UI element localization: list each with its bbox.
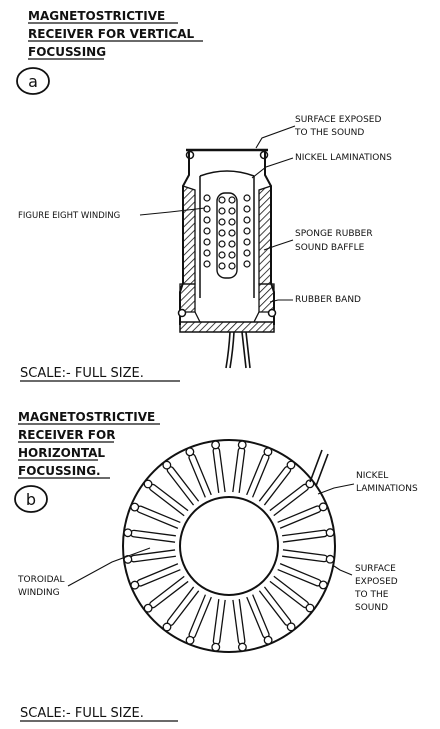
winding-loop [282,549,329,563]
figure-b-title-line-1: MAGNETOSTRICTIVE [18,410,155,424]
lamination-hole [130,580,140,590]
lamination-hole [211,440,221,450]
label-figure-eight-winding: FIGURE EIGHT WINDING [18,211,120,221]
figure-a: MAGNETOSTRICTIVE RECEIVER FOR VERTICAL F… [16,9,392,382]
winding-loop [246,453,270,498]
lamination-hole [162,622,172,632]
label-sponge-rubber-line-1: SPONGE RUBBER [295,229,373,239]
winding-loop [282,529,329,543]
figure-b-tag: b [26,490,36,509]
lamination-hole [286,460,296,470]
lamination-hole [305,603,315,613]
winding-loop [232,446,246,493]
lamination-hole [185,635,195,645]
lamination-hole [143,603,153,613]
lamination-hole [263,447,273,457]
figure-b-tag-circle [14,485,48,513]
lamination-hole [318,502,328,512]
winding-loop [136,563,181,587]
lamination-hole [130,502,140,512]
winding-loop [129,549,176,563]
winding-loop [188,594,212,639]
figure-b-title-line-3: HORIZONTAL [18,446,105,460]
vertical-receiver-drawing [177,148,277,369]
lamination-hole [143,479,153,489]
lamination-hole [123,528,133,538]
winding-loop [212,446,226,493]
label-b-surface-line-3: TO THE [354,590,389,600]
lamination-hole [305,479,315,489]
winding-loop [166,466,200,506]
winding-loop [232,599,246,646]
label-surface-exposed-line-2: TO THE SOUND [294,128,364,138]
lamination-hole [162,460,172,470]
winding-loop [269,483,309,517]
figure-b: MAGNETOSTRICTIVE RECEIVER FOR HORIZONTAL… [14,410,418,722]
figure-b-title-line-4: FOCUSSING. [18,464,101,478]
figure-a-tag: a [28,72,38,91]
lamination-hole [237,642,247,652]
label-b-surface-line-1: SURFACE [355,564,396,574]
winding-loop [258,586,292,626]
label-toroidal-line-2: WINDING [18,588,60,598]
lamination-hole [237,440,247,450]
label-rubber-band: RUBBER BAND [295,295,361,305]
lamination-hole [286,622,296,632]
figure-a-title-line-2: RECEIVER FOR VERTICAL [28,27,195,41]
winding-loop [188,453,212,498]
label-sponge-rubber-line-2: SOUND BAFFLE [295,243,365,253]
winding-loop [166,586,200,627]
winding-loop [212,599,226,646]
toroidal-receiver-drawing [122,439,336,653]
label-b-nickel-line-1: NICKEL [356,471,388,481]
figure-b-title-line-2: RECEIVER FOR [18,428,115,442]
label-b-nickel-line-2: LAMINATIONS [356,484,418,494]
figure-a-title-line-1: MAGNETOSTRICTIVE [28,9,165,23]
winding-loop [149,575,189,609]
label-b-surface-line-2: EXPOSED [355,577,398,587]
lamination-hole [325,528,335,538]
label-surface-exposed-line-1: SURFACE EXPOSED [295,115,381,125]
winding-loop [129,529,176,543]
winding-loop [277,505,322,529]
winding-loop [136,505,181,529]
label-nickel-laminations: NICKEL LAMINATIONS [295,153,392,163]
lamination-hole [325,554,335,564]
figure-b-scale: SCALE:- FULL SIZE. [20,706,144,721]
label-b-surface-line-4: SOUND [355,603,388,613]
lamination-hole [318,580,328,590]
winding-loop [148,483,189,517]
lamination-hole [185,447,195,457]
figure-a-scale: SCALE:- FULL SIZE. [20,366,144,381]
label-toroidal-line-1: TOROIDAL [17,575,65,585]
winding-loop [277,563,322,587]
lamination-hole [211,642,221,652]
figure-a-title-line-3: FOCUSSING [28,45,106,59]
figure-a-tag-circle [16,67,50,95]
lamination-hole [263,635,273,645]
winding-loop [258,465,292,506]
winding-loop [246,594,270,639]
winding-loop [269,575,310,609]
